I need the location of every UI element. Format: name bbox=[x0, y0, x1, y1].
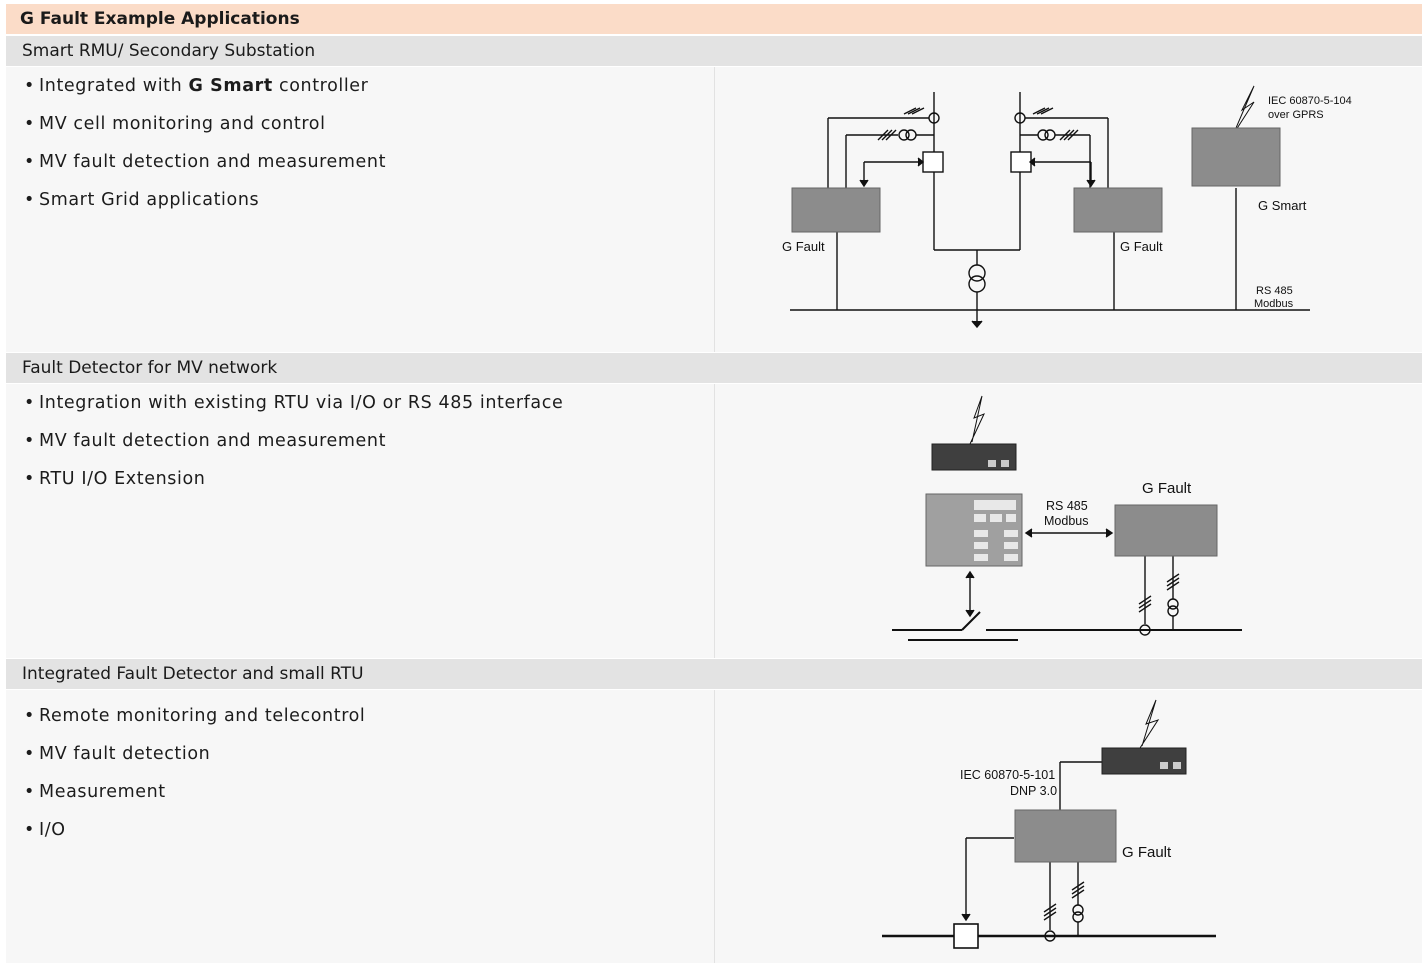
substation-diagram: G Fault G Fault G Smart IEC 60870-5-104 … bbox=[782, 85, 1352, 329]
section-title: Smart RMU/ Secondary Substation bbox=[22, 41, 316, 61]
g-fault-device-icon bbox=[791, 187, 881, 233]
bullet-item: •MV cell monitoring and control bbox=[24, 114, 326, 134]
bullet-item: •MV fault detection and measurement bbox=[24, 152, 387, 172]
section-panel-small-rtu: •Remote monitoring and telecontrol •MV f… bbox=[6, 690, 1422, 963]
bullet-item: •Remote monitoring and telecontrol bbox=[24, 706, 366, 726]
bullet-item: •MV fault detection and measurement bbox=[24, 431, 387, 451]
bus-label-2: Modbus bbox=[1254, 298, 1294, 310]
page-title-bar: G Fault Example Applications bbox=[6, 4, 1422, 34]
bullet-item: •Smart Grid applications bbox=[24, 190, 260, 210]
bullet-item: •Integrated with G Smart controller bbox=[24, 76, 369, 96]
bullet-item: •Integration with existing RTU via I/O o… bbox=[24, 393, 564, 413]
bullet-item: •Measurement bbox=[24, 782, 166, 802]
small-rtu-diagram: G Fault IEC 60870-5-101 DNP 3.0 bbox=[882, 699, 1216, 949]
section-title: Fault Detector for MV network bbox=[22, 358, 278, 378]
bullet-list: •Integration with existing RTU via I/O o… bbox=[24, 392, 563, 506]
g-smart-controller-icon bbox=[1191, 127, 1281, 187]
section-heading-smart-rmu: Smart RMU/ Secondary Substation bbox=[6, 36, 1422, 66]
controller-label: G Smart bbox=[1258, 198, 1307, 213]
protocol-label: IEC 60870-5-101 bbox=[960, 768, 1055, 782]
bullet-list: •Remote monitoring and telecontrol •MV f… bbox=[24, 705, 365, 857]
modem-icon bbox=[1101, 747, 1187, 775]
g-fault-device-icon bbox=[1014, 809, 1117, 863]
bullet-item: •RTU I/O Extension bbox=[24, 469, 206, 489]
protocol-label: IEC 60870-5-104 bbox=[1268, 95, 1352, 107]
column-divider bbox=[714, 67, 715, 352]
section-title: Integrated Fault Detector and small RTU bbox=[22, 664, 364, 684]
mv-network-diagram: G Fault RS 485 Modbus bbox=[892, 395, 1242, 641]
bullet-item: •MV fault detection bbox=[24, 744, 211, 764]
device-label: G Fault bbox=[1122, 844, 1172, 861]
right-device-label: G Fault bbox=[1120, 239, 1163, 254]
bullet-item: •I/O bbox=[24, 820, 66, 840]
bus-label: RS 485 bbox=[1256, 285, 1293, 297]
section-heading-fault-detector: Fault Detector for MV network bbox=[6, 353, 1422, 383]
section-panel-smart-rmu: •Integrated with G Smart controller •MV … bbox=[6, 67, 1422, 352]
column-divider bbox=[714, 690, 715, 963]
column-divider bbox=[714, 384, 715, 658]
left-device-label: G Fault bbox=[782, 239, 825, 254]
device-label: G Fault bbox=[1142, 480, 1192, 497]
protocol-label-2: DNP 3.0 bbox=[1010, 784, 1057, 798]
link-label: RS 485 bbox=[1046, 499, 1088, 513]
switch-box-icon bbox=[953, 923, 979, 949]
protocol-label-2: over GPRS bbox=[1268, 109, 1324, 121]
section-heading-small-rtu: Integrated Fault Detector and small RTU bbox=[6, 659, 1422, 689]
g-fault-device-icon bbox=[1073, 187, 1163, 233]
g-fault-device-icon bbox=[1114, 504, 1218, 557]
page-title: G Fault Example Applications bbox=[20, 9, 300, 29]
link-label-2: Modbus bbox=[1044, 514, 1088, 528]
bullet-list: •Integrated with G Smart controller •MV … bbox=[24, 75, 386, 227]
